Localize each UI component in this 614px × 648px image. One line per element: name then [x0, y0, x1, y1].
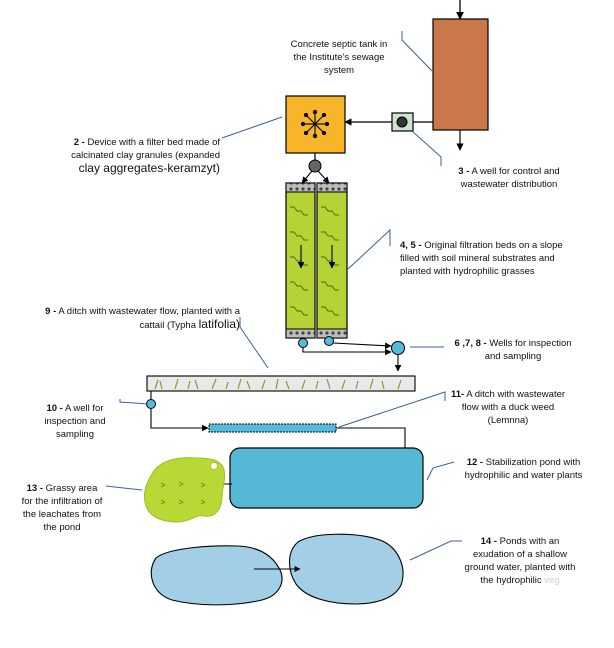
- label-beds-4-5: 4, 5 - Original filtration beds on a slo…: [400, 239, 565, 278]
- label-wells-6-7-8: 6 ,7, 8 - Wells for inspection and sampl…: [448, 337, 578, 363]
- label-device-2: 2 - Device with a filter bed made of cal…: [70, 136, 220, 176]
- septic-tank: [432, 18, 489, 131]
- pipe-well6-to-well8: [302, 348, 392, 356]
- label-well-10-text: A well for inspection and sampling: [44, 403, 106, 440]
- label-wells-6-7-8-number: 6 ,7, 8 -: [454, 338, 487, 349]
- split-arrow-left: [301, 170, 313, 184]
- label-wells-6-7-8-text: Wells for inspection and sampling: [484, 338, 572, 362]
- well-6: [298, 338, 308, 348]
- label-well-3-text: A well for control and wastewater distri…: [460, 166, 560, 190]
- distribution-star-icon: [300, 109, 330, 139]
- label-pond-12-number: 12 -: [466, 457, 484, 468]
- label-ditch-11-number: 11-: [450, 389, 465, 400]
- well-7: [324, 336, 334, 346]
- label-device-2-text: Device with a filter bed made of calcina…: [71, 137, 220, 161]
- label-device-2-number: 2 -: [73, 137, 85, 148]
- control-well-valve: [396, 116, 408, 128]
- label-pond-12-text: Stabilization pond with hydrophilic and …: [464, 457, 583, 481]
- label-ditch-9: 9 - A ditch with wastewater flow, plante…: [40, 305, 240, 332]
- label-beds-4-5-number: 4, 5 -: [400, 240, 422, 251]
- label-well-10: 10 - A well for inspection and sampling: [30, 402, 120, 441]
- label-septic-tank-text: Concrete septic tank in the Institute's …: [290, 39, 388, 76]
- label-ditch-9-text-large: latifolia): [198, 317, 240, 331]
- label-ponds-14-number: 14 -: [480, 536, 498, 547]
- cattail-ditch: [146, 375, 416, 392]
- split-arrow-right: [317, 170, 330, 184]
- well-8: [391, 341, 405, 355]
- duckweed-ditch: [208, 423, 337, 433]
- label-well-3: 3 - A well for control and wastewater di…: [447, 165, 571, 191]
- label-ponds-14-text: Ponds with an exudation of a shallow gro…: [464, 536, 576, 586]
- label-beds-4-5-text: Original filtration beds on a slope fill…: [400, 240, 563, 277]
- leader-lines: [105, 31, 462, 561]
- pipe-ditch11-to-pond12: [336, 427, 409, 456]
- label-ditch-11: 11- A ditch with wastewater flow with a …: [446, 388, 570, 427]
- label-ponds-14-text-faded: veg: [544, 575, 560, 586]
- label-ditch-9-text: A ditch with wastewater flow, planted wi…: [56, 306, 240, 331]
- label-well-3-number: 3 -: [458, 166, 470, 177]
- label-ditch-9-number: 9 -: [45, 306, 57, 317]
- stabilization-pond: [229, 447, 424, 509]
- ground-water-pond-left: [150, 545, 283, 606]
- label-device-2-text-large: clay aggregates-keramzyt): [78, 161, 220, 175]
- grassy-infiltration-area: [143, 457, 226, 523]
- label-ponds-14: 14 - Ponds with an exudation of a shallo…: [460, 535, 580, 587]
- filtration-bed-5: [316, 182, 348, 339]
- pipe-well7-to-well8: [332, 342, 392, 349]
- label-pond-12: 12 - Stabilization pond with hydrophilic…: [456, 456, 591, 482]
- label-septic-tank: Concrete septic tank in the Institute's …: [285, 38, 393, 77]
- label-ditch-11-text: A ditch with wastewater flow with a duck…: [461, 389, 566, 426]
- filtration-bed-4: [285, 182, 316, 339]
- ground-water-pond-right: [288, 533, 404, 605]
- distribution-node: [308, 159, 322, 173]
- label-grass-13-text: Grassy area for the infiltration of the …: [21, 483, 103, 533]
- label-grass-13: 13 - Grassy area for the infiltration of…: [20, 482, 104, 534]
- label-well-10-number: 10 -: [46, 403, 63, 414]
- label-grass-13-number: 13 -: [26, 483, 43, 494]
- pipe-well10-to-ditch11: [150, 409, 209, 432]
